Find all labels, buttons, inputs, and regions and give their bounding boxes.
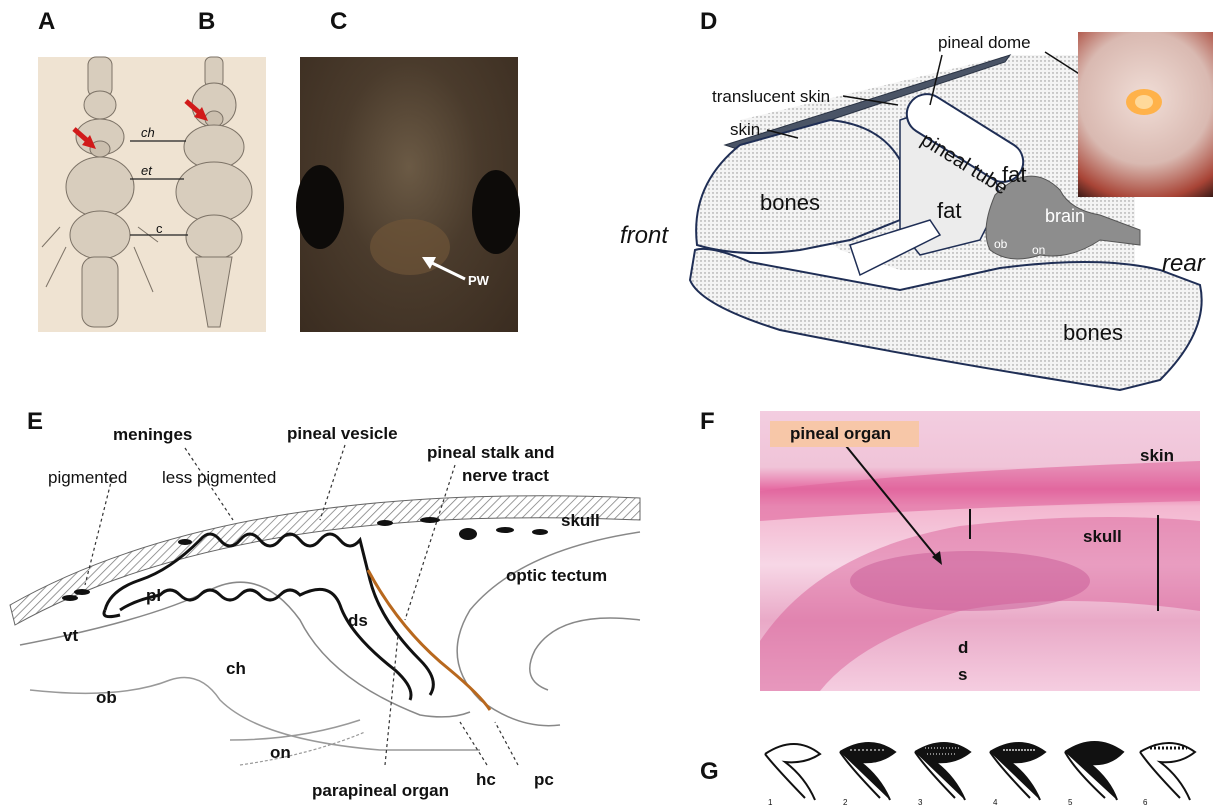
label-bones-left: bones — [760, 190, 820, 216]
variant-number-2: 2 — [843, 798, 847, 807]
label-ob-d: ob — [994, 237, 1007, 251]
histology-photo — [760, 411, 1200, 691]
label-bones-bottom: bones — [1063, 320, 1123, 346]
variant-number-1: 1 — [768, 798, 772, 807]
label-brain: brain — [1045, 206, 1085, 227]
fish-head-shapes — [300, 57, 518, 332]
label-pineal-organ: pineal organ — [770, 421, 919, 447]
pineal-dome-photo — [1078, 32, 1213, 197]
label-pw: PW — [468, 273, 489, 288]
brain-illustration-ab: ch et c — [38, 57, 266, 332]
label-pineal-stalk-1: pineal stalk and — [427, 443, 555, 463]
label-pigmented: pigmented — [48, 468, 127, 488]
label-optic-tectum: optic tectum — [506, 566, 607, 586]
label-et-ab: et — [141, 163, 152, 178]
label-fat-mid: fat — [937, 198, 961, 224]
histology-shapes — [760, 411, 1200, 691]
label-pl: pl — [146, 586, 161, 606]
label-pineal-stalk-2: nerve tract — [462, 466, 549, 486]
label-pineal-dome: pineal dome — [938, 33, 1031, 53]
panel-letter-c: C — [330, 8, 347, 36]
label-skin-d: skin — [730, 120, 760, 140]
variant-number-5: 5 — [1068, 798, 1072, 807]
label-translucent-skin: translucent skin — [712, 87, 830, 107]
fish-head-photo: PW — [300, 57, 518, 332]
panel-letter-g: G — [700, 758, 719, 786]
label-meninges: meninges — [113, 425, 192, 445]
label-c-ab: c — [156, 221, 163, 236]
panel-letter-f: F — [700, 408, 715, 436]
label-rear: rear — [1162, 250, 1205, 278]
panel-g-variants — [745, 732, 1215, 807]
brain-drawings — [38, 57, 266, 332]
label-ds: ds — [348, 611, 368, 631]
label-s-f: s — [958, 665, 967, 685]
variant-number-4: 4 — [993, 798, 997, 807]
variant-number-3: 3 — [918, 798, 922, 807]
panel-letter-b: B — [198, 8, 215, 36]
label-fat-top: fat — [1002, 162, 1026, 188]
variant-number-6: 6 — [1143, 798, 1147, 807]
label-d-f: d — [958, 638, 968, 658]
label-parapineal-organ: parapineal organ — [312, 781, 449, 801]
panel-letter-a: A — [38, 8, 55, 36]
label-on-e: on — [270, 743, 291, 763]
label-on-d: on — [1032, 243, 1045, 257]
label-less-pigmented: less pigmented — [162, 468, 276, 488]
label-pineal-vesicle: pineal vesicle — [287, 424, 398, 444]
label-ob-e: ob — [96, 688, 117, 708]
label-vt: vt — [63, 626, 78, 646]
label-ch-e: ch — [226, 659, 246, 679]
label-skull-f: skull — [1083, 527, 1122, 547]
label-hc: hc — [476, 770, 496, 790]
pineal-dome-glow — [1078, 32, 1213, 197]
label-skin-f: skin — [1140, 446, 1174, 466]
label-front: front — [620, 222, 668, 250]
label-skull-e: skull — [561, 511, 600, 531]
label-pc: pc — [534, 770, 554, 790]
label-ch-ab: ch — [141, 125, 155, 140]
